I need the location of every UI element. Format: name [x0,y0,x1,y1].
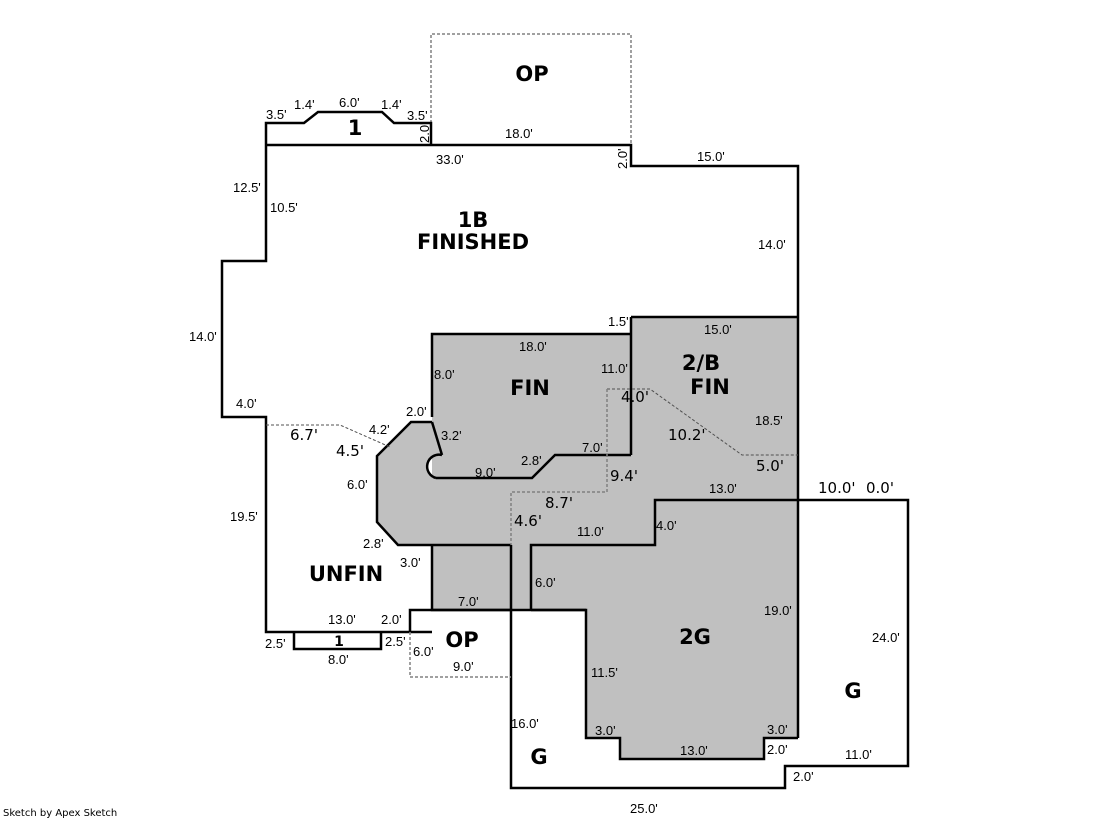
dim-label: 8.7' [545,494,573,512]
dim-label: 6.0' [535,575,556,590]
shade-2b-2g [377,317,798,759]
dim-label: 2.0' [417,122,432,143]
dim-label: 14.0' [758,237,786,252]
dim-label: 10.0' [818,479,856,497]
dim-label: 6.0' [347,477,368,492]
dim-label: 9.0' [453,659,474,674]
dim-label: 9.4' [610,467,638,485]
dim-label: 25.0' [630,801,658,816]
dim-label: 2.5' [265,636,286,651]
left-outline [220,145,432,634]
dim-label: 11.0' [577,524,604,539]
dim-label: 19.5' [230,509,258,524]
dimension-labels: 3.5' 1.4' 6.0' 1.4' 3.5' 2.0' 18.0' 33.0… [189,95,900,816]
dim-label: 18.0' [519,339,547,354]
dim-label: 5.0' [756,457,784,475]
dim-label: 15.0' [704,322,732,337]
dim-label: 24.0' [872,630,900,645]
fin-notch-diag [430,421,444,456]
dim-label: 4.6' [514,512,542,530]
shaded-areas [377,317,798,759]
fin-bottom-outline [436,453,631,480]
op-bottom-outline [408,608,586,632]
dim-label: 12.5' [233,180,261,195]
dim-label: 16.0' [511,716,539,731]
dim-label: 3.0' [595,723,616,738]
label-2b: 2/B [682,351,720,375]
dim-label: 6.0' [339,95,360,110]
dim-label: 33.0' [436,152,464,167]
dim-label: 10.5' [270,200,298,215]
dim-label: 13.0' [709,481,737,496]
dim-label: 2.8' [521,453,542,468]
label-stoop-bottom: 1 [334,634,344,650]
shade-lower-strip [432,545,531,610]
dim-label: 8.0' [328,652,349,667]
sketch-credit: Sketch by Apex Sketch [3,808,118,819]
fin-notch-curve [425,453,443,480]
garage-inner-outline [531,608,798,761]
dim-label: 3.5' [407,108,428,123]
dim-label: 2.5' [385,634,406,649]
dim-label: 14.0' [189,329,217,344]
dim-label: 3.2' [441,428,462,443]
label-2b-fin: FIN [690,375,730,399]
interior-dash [510,389,608,545]
bottom-stoop-outline [292,632,383,651]
dim-label: 18.5' [755,413,783,428]
label-2g: 2G [679,625,711,649]
dim-label: 3.0' [400,555,421,570]
dim-label: 7.0' [458,594,479,609]
dim-label: 2.8' [363,536,384,551]
label-1b: 1B [458,208,489,232]
unfin-dash [266,424,391,448]
dim-label: 4.0' [621,388,649,406]
dim-label: 6.7' [290,426,318,444]
main-outline [266,143,800,738]
dim-label: 4.0' [656,518,677,533]
second-b-dash [607,388,798,456]
dim-label: 2.0' [615,148,630,169]
label-unfin: UNFIN [309,562,383,586]
label-g-left: G [530,745,547,769]
label-fin: FIN [510,376,550,400]
dim-label: 11.0' [845,747,872,762]
label-op-bottom: OP [445,628,478,652]
dim-label: 15.0' [697,149,725,164]
dim-label: 9.0' [475,465,496,480]
dim-label: 2.0' [793,769,814,784]
label-stoop-top: 1 [348,116,363,140]
dim-label: 7.0' [582,440,603,455]
dim-label: 3.5' [266,107,287,122]
dim-label: 2.0' [767,742,788,757]
dim-label: 3.0' [767,722,788,737]
dim-label: 1.5' [608,314,629,329]
dim-label: 4.0' [236,396,257,411]
dim-label: 1.4' [381,97,402,112]
dim-label: 19.0' [764,603,792,618]
label-op-top: OP [515,62,548,86]
chamfer-outline [375,420,511,547]
dim-label: 2.0' [381,612,402,627]
label-finished: FINISHED [417,230,529,254]
dim-label: 6.0' [413,644,434,659]
dim-label: 2.0' [406,404,427,419]
dim-label: 10.2' [668,426,706,444]
label-g-right: G [844,679,861,703]
dim-label: 4.2' [369,422,390,437]
dim-label: 11.5' [591,665,618,680]
fin-notch-fill [427,454,442,478]
top-stoop-outline [264,110,433,145]
dim-label: 18.0' [505,126,533,141]
dim-label: 4.5' [336,442,364,460]
dim-label: 13.0' [328,612,356,627]
dim-label: 13.0' [680,743,708,758]
dim-label: 11.0' [601,361,628,376]
op-bottom-dash [409,632,511,678]
fin-outline [430,332,631,417]
dim-label: 0.0' [866,479,894,497]
dim-label: 1.4' [294,97,315,112]
dim-label: 8.0' [434,367,455,382]
